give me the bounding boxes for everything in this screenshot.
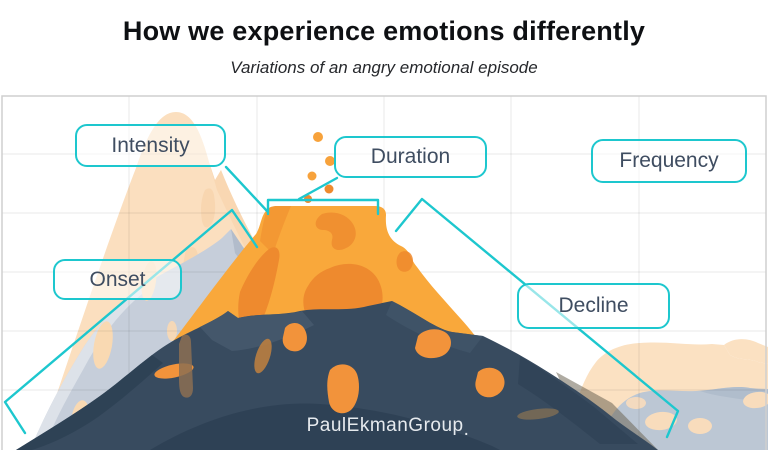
- label-duration-text: Duration: [370, 145, 451, 168]
- label-frequency: Frequency: [591, 139, 747, 183]
- label-duration: Duration: [334, 136, 487, 178]
- page-title: How we experience emotions differently: [122, 16, 646, 46]
- label-decline-text: Decline: [558, 294, 629, 317]
- label-intensity: Intensity: [75, 124, 226, 167]
- duration-leader-line: [297, 176, 339, 201]
- label-onset-text: Onset: [89, 267, 146, 291]
- ember-dots: [304, 132, 335, 203]
- duration-bracket: [266, 198, 380, 216]
- page-subtitle: Variations of an angry emotional episode: [230, 58, 538, 77]
- label-onset: Onset: [53, 259, 182, 300]
- label-frequency-text: Frequency: [619, 149, 719, 172]
- brand-wordmark: PaulEkmanGroup.: [307, 415, 470, 440]
- intensity-leader-line: [224, 165, 269, 213]
- label-decline: Decline: [517, 283, 670, 329]
- lava-spots: [154, 322, 559, 420]
- chart-border: [1, 95, 767, 450]
- onset-line: [3, 208, 259, 435]
- navy-peach-overlap-shadow: [556, 372, 658, 450]
- label-intensity-text: Intensity: [111, 133, 190, 157]
